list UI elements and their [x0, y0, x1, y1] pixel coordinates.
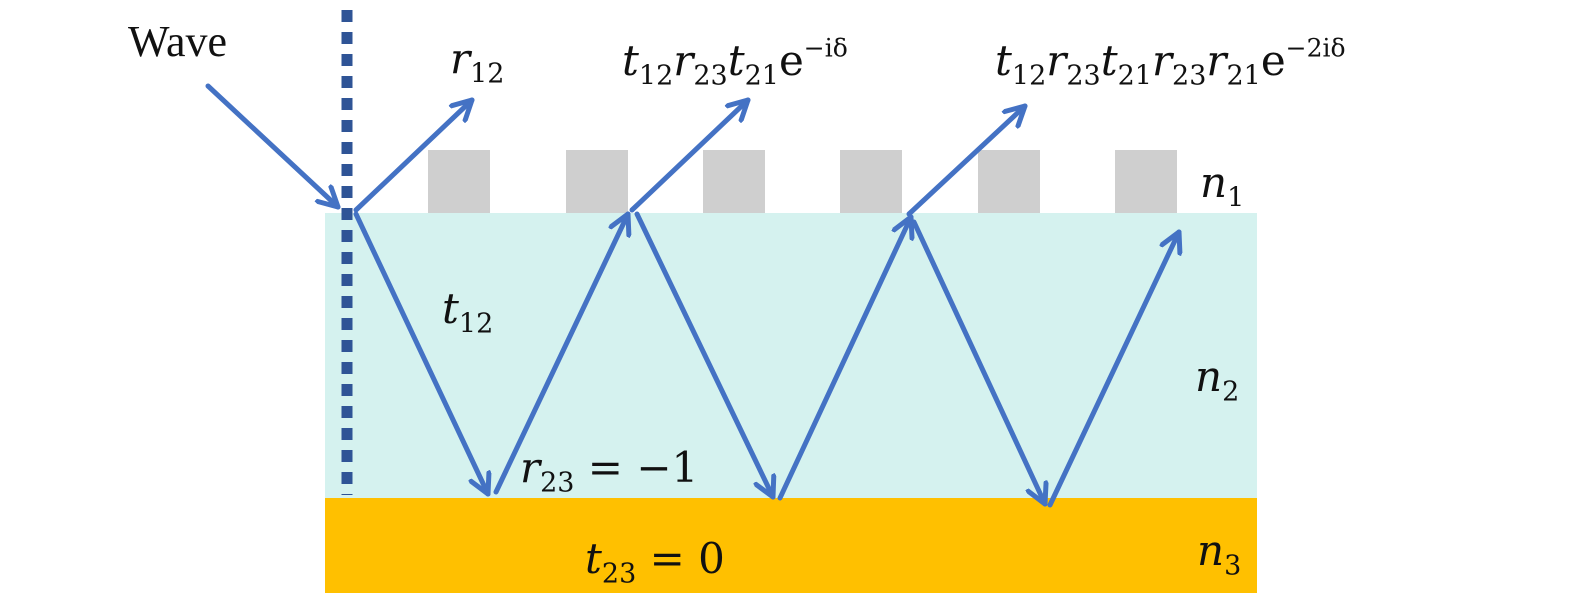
n1-label: n1 [1200, 158, 1245, 214]
r12-label: r12 [450, 34, 505, 90]
output-ray-3-arrow [906, 103, 1028, 217]
layer-n3-substrate [325, 498, 1257, 593]
grating-block [428, 150, 490, 213]
wave-label: Wave [128, 17, 228, 66]
internal-down-arrow-2 [634, 211, 773, 500]
grating-block [703, 150, 765, 213]
r23-equation-label: r23 = −1 [520, 443, 699, 499]
internal-up-arrow-1 [493, 211, 628, 495]
grating-block [566, 150, 628, 213]
t12-label: t12 [442, 284, 494, 340]
grating-block [1115, 150, 1177, 213]
n2-label: n2 [1195, 352, 1240, 408]
transmitted-t12-arrow [353, 211, 488, 497]
incident-wave-arrow [205, 83, 341, 210]
ray-3-coefficient-label: t12r23t21r23r21e−2iδ [995, 33, 1346, 92]
internal-down-arrow-3 [911, 219, 1045, 507]
grating-block [840, 150, 902, 213]
reflected-r12-arrow [353, 97, 475, 213]
n3-label: n3 [1197, 526, 1242, 582]
internal-up-arrow-3 [1047, 229, 1179, 508]
output-ray-2-arrow [629, 97, 751, 213]
grating-block [978, 150, 1040, 213]
ray-2-coefficient-label: t12r23t21e−iδ [622, 33, 848, 92]
internal-up-arrow-2 [777, 214, 911, 501]
t23-equation-label: t23 = 0 [585, 534, 725, 590]
layer-n2 [325, 213, 1257, 498]
